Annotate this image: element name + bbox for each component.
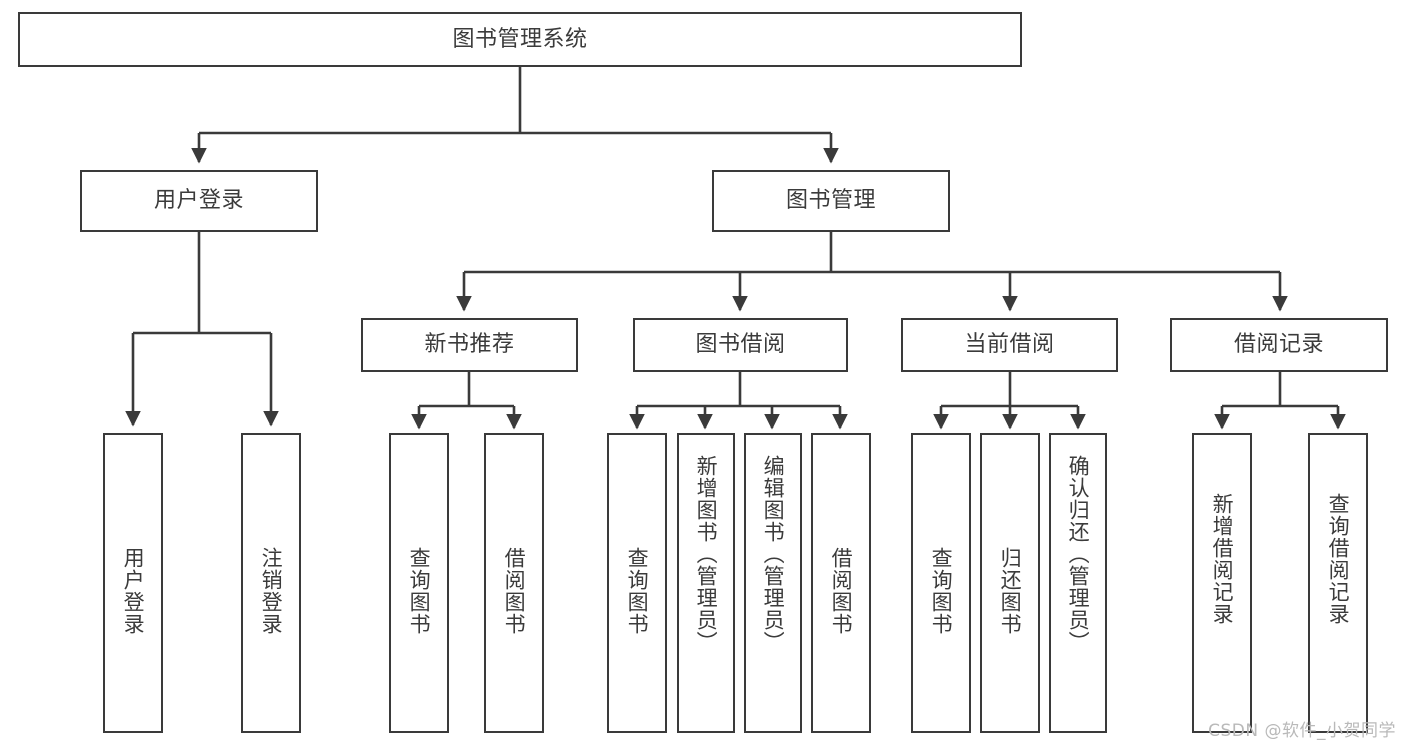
node-leaf-add-book-label: 新增图书（管理员） — [694, 455, 719, 653]
node-book-borrow-label: 图书借阅 — [695, 332, 786, 357]
node-leaf-query-book-2[interactable]: 查询图书 — [607, 433, 667, 733]
node-leaf-borrow-book-2[interactable]: 借阅图书 — [811, 433, 871, 733]
node-book-manage[interactable]: 图书管理 — [712, 170, 950, 232]
node-user-login[interactable]: 用户登录 — [80, 170, 318, 232]
node-leaf-borrow-book-1[interactable]: 借阅图书 — [484, 433, 544, 733]
node-root-label: 图书管理系统 — [452, 26, 588, 52]
node-leaf-add-record-label: 新增借阅记录 — [1210, 493, 1235, 625]
watermark: CSDN @软件_小贺同学 — [1208, 721, 1396, 741]
node-leaf-confirm-return-label: 确认归还（管理员） — [1066, 455, 1091, 653]
node-leaf-add-book[interactable]: 新增图书（管理员） — [677, 433, 735, 733]
node-leaf-query-book-2-label: 查询图书 — [625, 547, 650, 635]
node-leaf-borrow-book-1-label: 借阅图书 — [502, 547, 527, 635]
node-leaf-logout[interactable]: 注销登录 — [241, 433, 301, 733]
node-leaf-add-record[interactable]: 新增借阅记录 — [1192, 433, 1252, 733]
node-leaf-query-book-3[interactable]: 查询图书 — [911, 433, 971, 733]
node-leaf-query-book-1[interactable]: 查询图书 — [389, 433, 449, 733]
node-new-book-recommend[interactable]: 新书推荐 — [361, 318, 578, 372]
node-root[interactable]: 图书管理系统 — [18, 12, 1022, 67]
node-borrow-record[interactable]: 借阅记录 — [1170, 318, 1388, 372]
node-current-borrow[interactable]: 当前借阅 — [901, 318, 1118, 372]
node-leaf-user-login-label: 用户登录 — [121, 547, 146, 635]
node-leaf-return-book[interactable]: 归还图书 — [980, 433, 1040, 733]
node-borrow-record-label: 借阅记录 — [1233, 332, 1324, 357]
node-leaf-return-book-label: 归还图书 — [998, 547, 1023, 635]
node-leaf-confirm-return[interactable]: 确认归还（管理员） — [1049, 433, 1107, 733]
node-leaf-query-book-1-label: 查询图书 — [407, 547, 432, 635]
node-current-borrow-label: 当前借阅 — [964, 332, 1055, 357]
node-new-book-recommend-label: 新书推荐 — [424, 332, 515, 357]
node-leaf-edit-book[interactable]: 编辑图书（管理员） — [744, 433, 802, 733]
node-leaf-borrow-book-2-label: 借阅图书 — [829, 547, 854, 635]
node-leaf-query-book-3-label: 查询图书 — [929, 547, 954, 635]
node-leaf-query-record-label: 查询借阅记录 — [1326, 493, 1351, 625]
node-book-manage-label: 图书管理 — [785, 188, 876, 213]
node-book-borrow[interactable]: 图书借阅 — [633, 318, 848, 372]
node-leaf-logout-label: 注销登录 — [259, 547, 284, 635]
node-leaf-edit-book-label: 编辑图书（管理员） — [761, 455, 786, 653]
node-leaf-query-record[interactable]: 查询借阅记录 — [1308, 433, 1368, 733]
node-user-login-label: 用户登录 — [153, 188, 244, 213]
node-leaf-user-login[interactable]: 用户登录 — [103, 433, 163, 733]
